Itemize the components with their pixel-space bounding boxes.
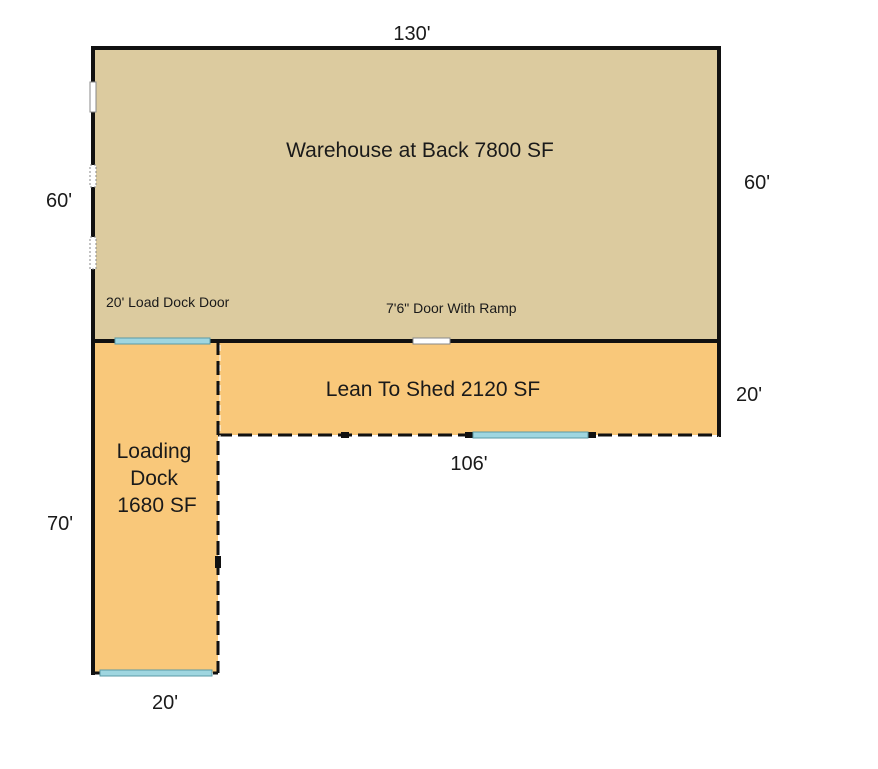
loading-dock-label-line-2: Dock [130,467,178,490]
dimension-left-lower: 70' [47,513,73,535]
dimension-middle-bottom: 106' [450,453,487,475]
left-wall-windows [89,81,97,270]
lean-to-window [472,431,589,439]
dimension-top: 130' [393,23,430,45]
lean-to-shed-room [218,341,719,435]
load-dock-door-opening [114,337,211,345]
wall-posts [215,432,596,568]
dimension-right-upper: 60' [744,172,770,194]
ramp-door-opening [412,337,451,345]
warehouse-room [93,48,719,341]
loading-dock-label-line-3: 1680 SF [117,494,196,517]
dimension-right-lower: 20' [736,384,762,406]
warehouse-label: Warehouse at Back 7800 SF [286,139,554,162]
loading-dock-label-line-1: Loading [117,440,192,463]
door-with-ramp-label: 7'6" Door With Ramp [386,300,517,316]
loading-dock-room [93,341,218,673]
load-dock-door-label: 20' Load Dock Door [106,294,230,310]
loading-dock-bottom-window [99,669,213,677]
dimension-bottom: 20' [152,692,178,714]
dimension-left-upper: 60' [46,190,72,212]
lean-to-shed-label: Lean To Shed 2120 SF [326,378,540,401]
